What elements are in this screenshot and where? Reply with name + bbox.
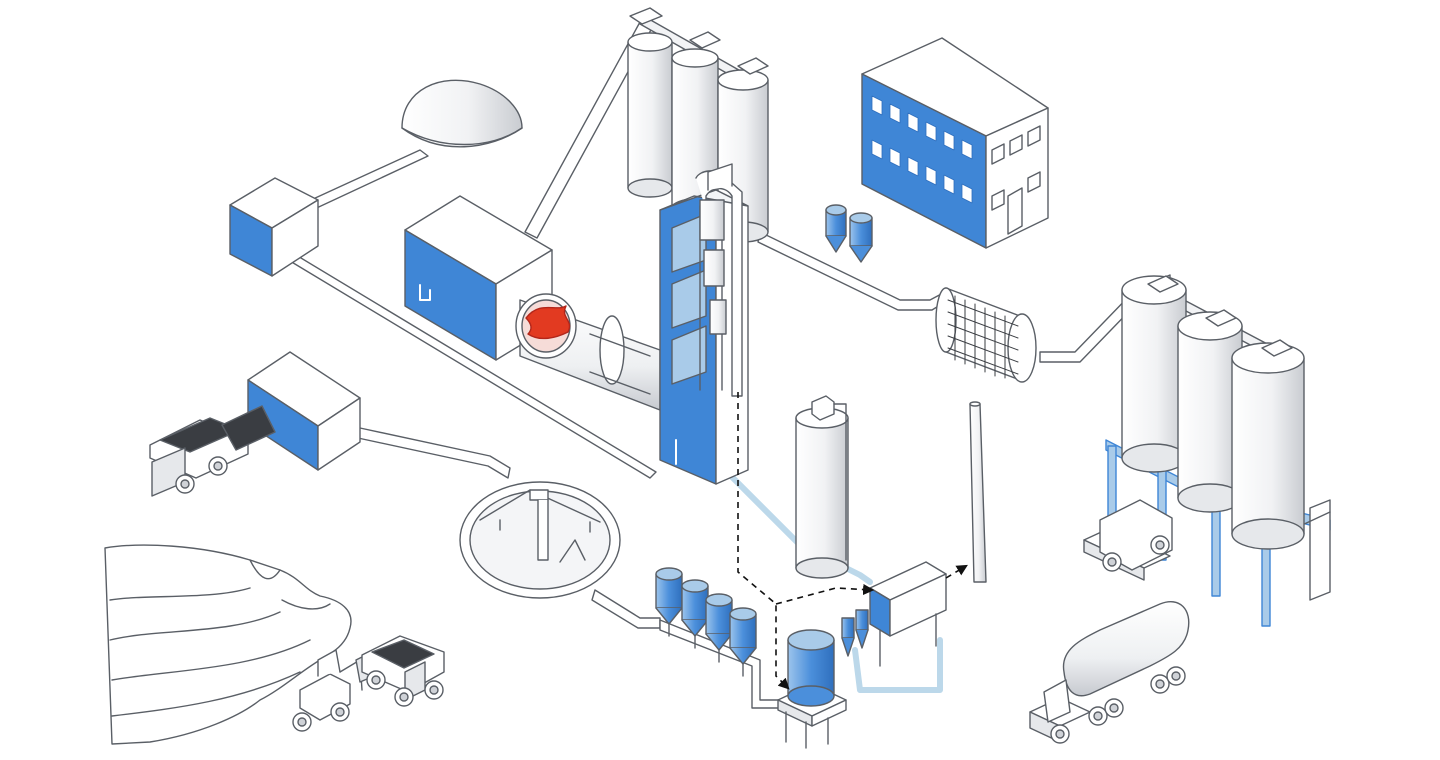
coal-dome-storage	[401, 79, 523, 148]
dump-truck-unloading	[149, 405, 276, 497]
clinker-silo	[627, 32, 673, 198]
dust-collector	[869, 561, 947, 667]
cement-silo	[1121, 275, 1187, 473]
coal-house	[229, 177, 319, 277]
raw-silo	[681, 579, 709, 649]
cement-ball-mill	[935, 287, 1037, 383]
haul-truck	[361, 635, 445, 707]
kiln-flame	[525, 305, 571, 340]
wheel-loader	[292, 649, 375, 732]
raw-silo	[705, 593, 733, 663]
gypsum-silos	[825, 204, 873, 263]
quarry-terraces	[104, 544, 352, 745]
flow-arrow-to-stack	[945, 564, 968, 579]
gas-flow-arrows	[737, 392, 968, 690]
office-building	[861, 37, 1049, 249]
raw-silo	[655, 567, 683, 637]
tanker-truck	[1029, 601, 1190, 744]
bulk-loading-truck	[1083, 499, 1173, 581]
raw-mill	[777, 629, 847, 749]
crusher-house	[247, 351, 361, 471]
exhaust-stack	[969, 401, 987, 583]
blending-silo	[795, 395, 849, 579]
cyclones	[841, 609, 869, 657]
raw-mix-storage-circular	[459, 481, 621, 599]
flow-arrow-to-dust-collector	[775, 583, 875, 605]
cement-silo	[1231, 342, 1305, 550]
preheater-tower	[659, 163, 749, 485]
raw-material-silos	[655, 567, 757, 677]
raw-silo	[729, 607, 757, 677]
